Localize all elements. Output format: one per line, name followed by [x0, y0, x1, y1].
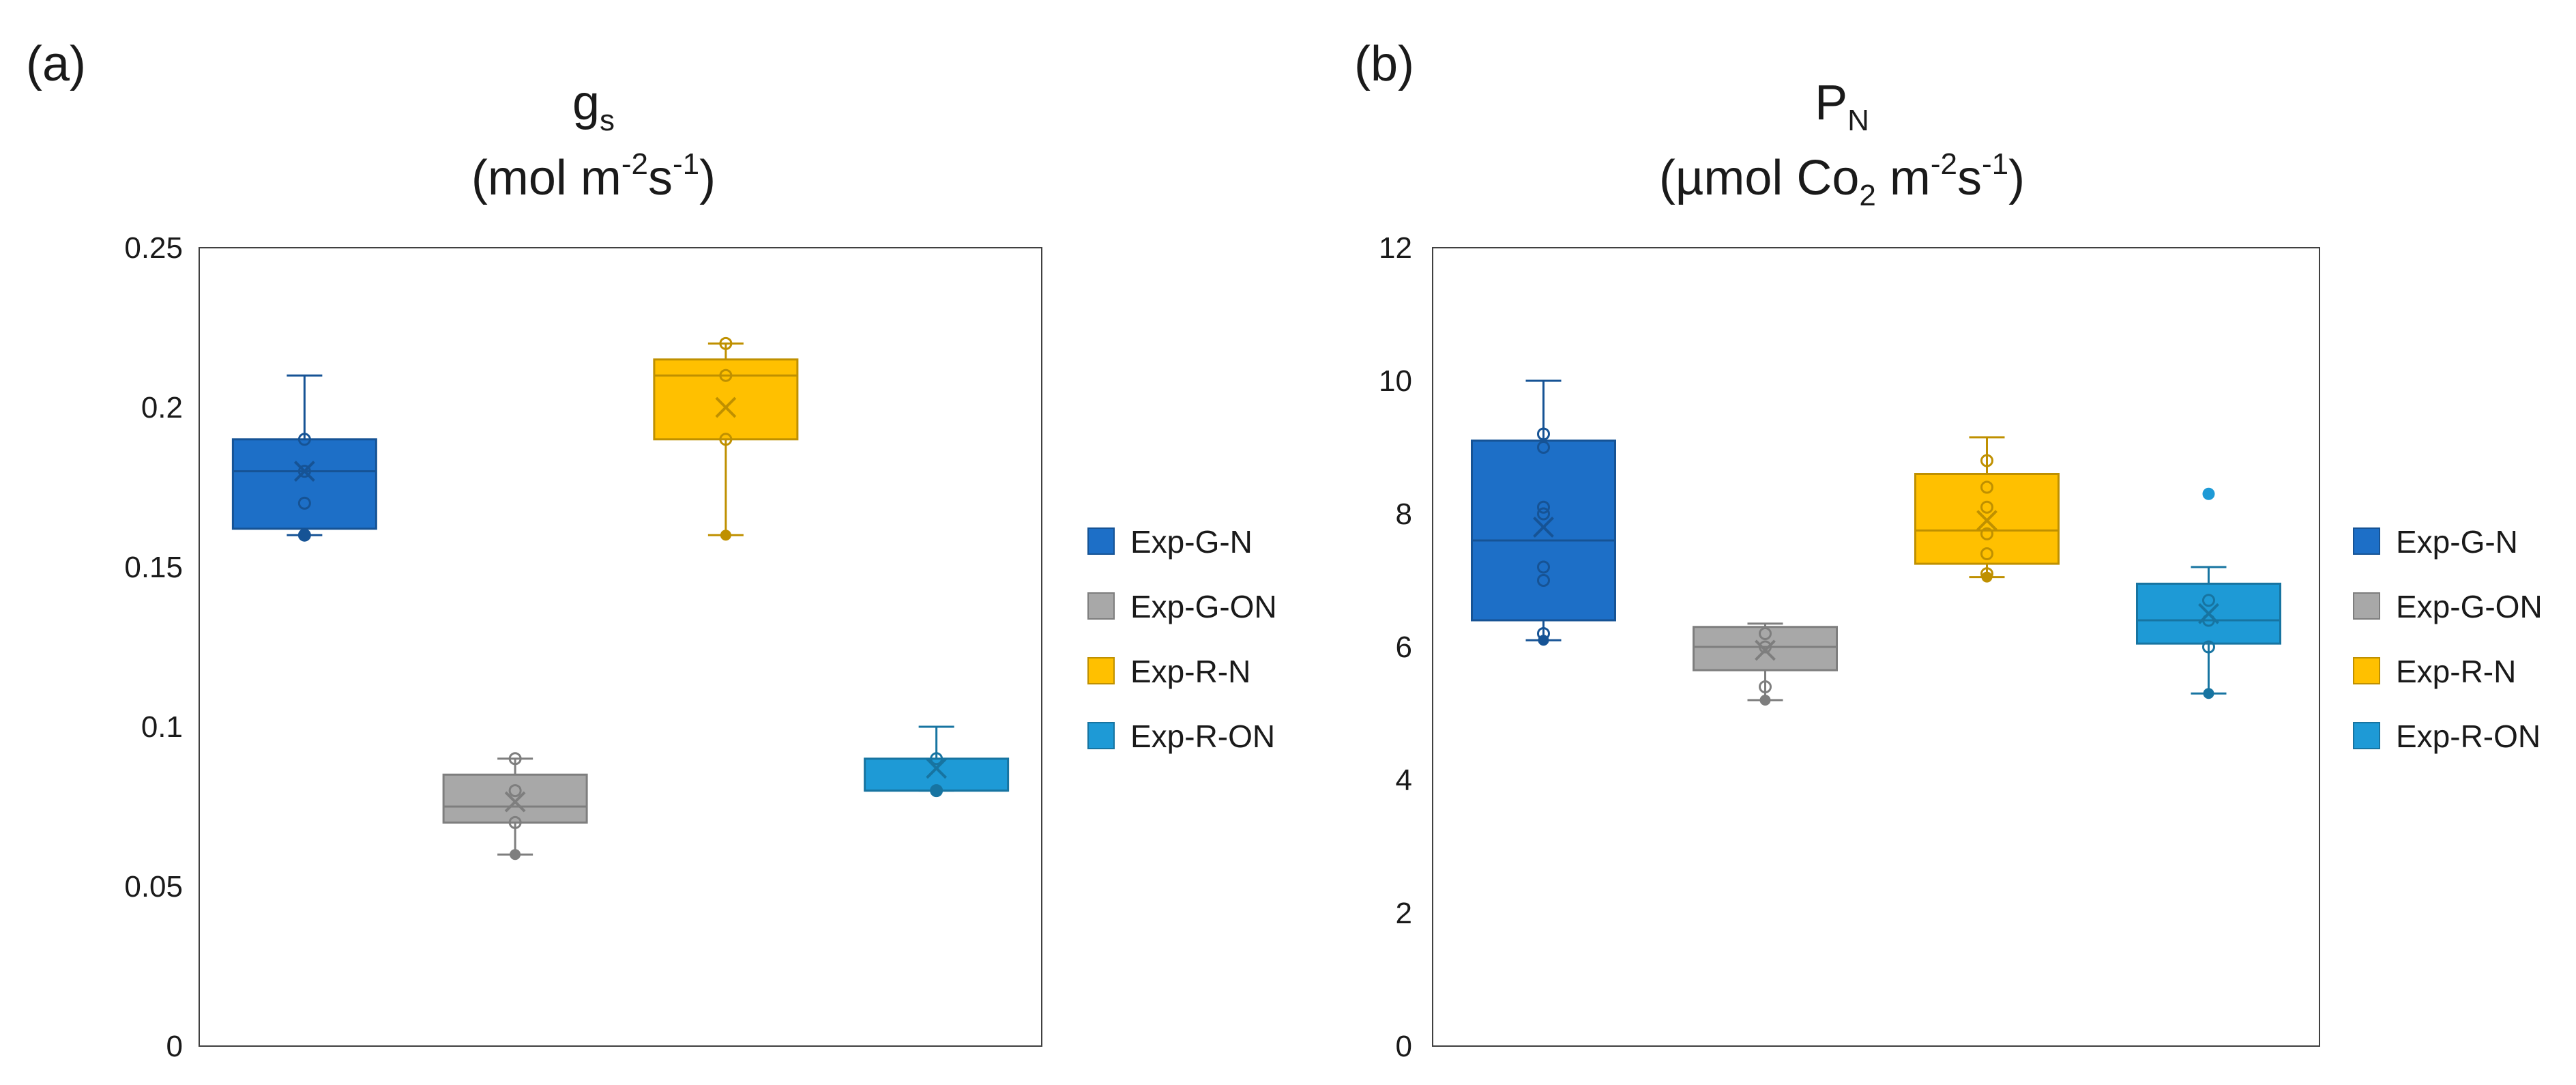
legend-swatch	[2353, 657, 2380, 684]
box-iqr	[442, 773, 588, 824]
data-point	[2202, 594, 2215, 607]
outlier-point	[2202, 487, 2215, 500]
data-point	[719, 368, 733, 382]
data-point	[2202, 640, 2215, 654]
box-exp-g-n	[1471, 379, 1616, 646]
box-iqr	[653, 358, 799, 441]
data-point	[508, 752, 522, 766]
y-tick-label: 0.25	[124, 231, 183, 265]
legend-label: Exp-R-N	[2396, 654, 2516, 689]
data-point	[1759, 680, 1772, 693]
data-point	[1537, 427, 1550, 441]
panel-label: (b)	[1354, 37, 1414, 91]
y-tick-label: 12	[1379, 231, 1412, 265]
y-tick-label: 0	[166, 1030, 183, 1063]
data-point	[1980, 527, 1993, 540]
data-point	[719, 336, 733, 350]
y-tick-label: 6	[1396, 631, 1412, 664]
data-point	[1537, 441, 1550, 454]
min-point	[1759, 695, 1771, 706]
y-tick-label: 0.2	[141, 391, 183, 424]
data-point	[1759, 640, 1772, 654]
legend-label: Exp-R-ON	[2396, 719, 2541, 754]
data-point	[1980, 547, 1993, 560]
legend-swatch	[2353, 592, 2380, 620]
data-point	[719, 433, 733, 446]
plot-area	[1432, 247, 2320, 1047]
legend-swatch	[1087, 722, 1115, 749]
y-tick-label: 10	[1379, 364, 1412, 398]
min-point	[931, 785, 942, 796]
mean-marker	[2198, 603, 2219, 624]
data-point	[1759, 627, 1772, 640]
box-exp-g-on	[1693, 622, 1838, 706]
data-point	[508, 815, 522, 829]
mean-marker	[504, 791, 526, 813]
data-point	[1537, 500, 1550, 514]
mean-marker	[715, 396, 737, 418]
chart-title-units: (µmol Co2 m-2s-1)	[1659, 147, 2025, 212]
legend-swatch	[1087, 527, 1115, 555]
legend-label: Exp-G-N	[2396, 524, 2518, 560]
box-exp-r-n	[1914, 436, 2060, 583]
mean-marker	[1755, 639, 1776, 661]
panel-label: (a)	[26, 37, 86, 91]
legend-swatch	[1087, 657, 1115, 684]
y-tick-label: 0.05	[124, 870, 183, 903]
box-iqr	[1471, 439, 1616, 622]
box-exp-g-n	[231, 374, 377, 542]
min-point	[510, 849, 521, 860]
chart-title-symbol: gs	[572, 76, 615, 137]
data-point	[1980, 454, 1993, 467]
y-tick-label: 8	[1396, 497, 1412, 531]
legend-label: Exp-G-ON	[1130, 589, 1277, 624]
data-point	[1537, 574, 1550, 587]
box-exp-r-on	[2136, 487, 2281, 699]
legend-swatch	[1087, 592, 1115, 620]
chart-title-units: (mol m-2s-1)	[471, 147, 716, 205]
data-point	[1537, 560, 1550, 574]
chart-title-symbol: PN	[1815, 76, 1869, 137]
y-tick-label: 4	[1396, 764, 1412, 797]
legend-label: Exp-G-N	[1130, 524, 1253, 560]
y-tick-label: 0	[1396, 1030, 1412, 1063]
min-point	[1538, 635, 1549, 646]
min-point	[720, 530, 731, 541]
legend-label: Exp-G-ON	[2396, 589, 2543, 624]
y-tick-label: 0.15	[124, 551, 183, 584]
box-exp-r-on	[864, 725, 1010, 798]
y-tick-label: 0.1	[141, 710, 183, 744]
legend-label: Exp-R-ON	[1130, 719, 1275, 754]
data-point	[297, 433, 311, 446]
legend: Exp-G-N Exp-G-ON Exp-R-N Exp-R-ON	[1087, 524, 1277, 754]
box-exp-r-n	[653, 336, 799, 541]
data-point	[930, 752, 943, 766]
mean-marker	[293, 461, 315, 482]
data-point	[297, 496, 311, 510]
mean-marker	[1976, 510, 1997, 532]
min-point	[299, 530, 310, 541]
data-point	[297, 465, 311, 478]
data-point	[1980, 480, 1993, 494]
chart-panel-b: (b)PN(µmol Co2 m-2s-1)024681012Exp-G-NEx…	[1354, 37, 2543, 1063]
data-point	[1537, 507, 1550, 521]
y-tick-label: 2	[1396, 897, 1412, 930]
mean-marker	[1533, 517, 1554, 538]
legend-label: Exp-R-N	[1130, 654, 1250, 689]
box-exp-g-on	[442, 752, 588, 860]
min-point	[1981, 571, 1993, 583]
legend-swatch	[2353, 527, 2380, 555]
legend: Exp-G-N Exp-G-ON Exp-R-N Exp-R-ON	[2353, 524, 2543, 754]
chart-panel-a: (a) gs (mol m-2s-1) 0 0.05 0.1 0.15 0.2 0.25Exp-…	[26, 37, 1277, 1063]
plot-area	[199, 247, 1042, 1047]
box-iqr	[231, 438, 377, 530]
min-point	[2203, 688, 2214, 699]
mean-marker	[926, 757, 948, 779]
data-point	[1980, 500, 1993, 514]
data-point	[508, 784, 522, 798]
legend-swatch	[2353, 722, 2380, 749]
